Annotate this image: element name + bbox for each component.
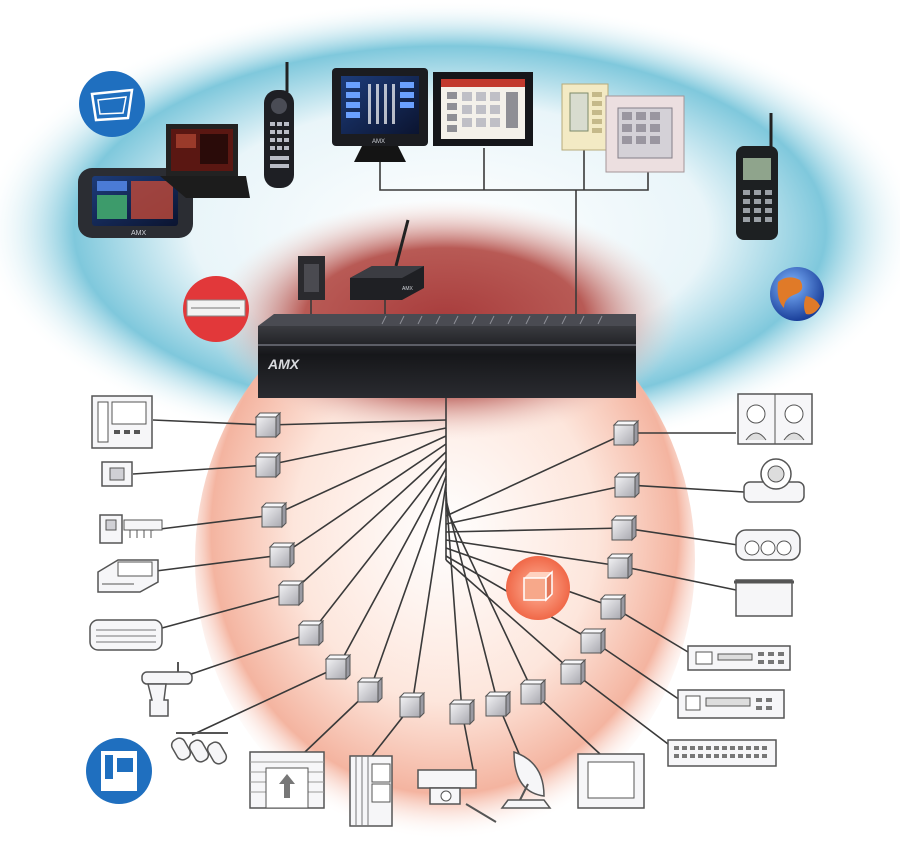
panel-logo: AMX [372, 139, 385, 145]
distribution-node [299, 621, 323, 645]
switcher-button [706, 754, 711, 758]
cd-player-icon [688, 646, 790, 670]
switcher-button [738, 754, 743, 758]
switcher-button [746, 754, 751, 758]
projection-screen-icon [734, 580, 794, 616]
switcher-button [698, 754, 703, 758]
switcher-button [682, 754, 687, 758]
window-blinds-icon [350, 756, 392, 826]
distribution-node [256, 413, 280, 437]
distribution-node [608, 554, 632, 578]
switcher-button [674, 754, 679, 758]
video-intercom-icon [92, 396, 152, 448]
faucet-icon [142, 662, 192, 716]
keypad-icon [562, 84, 608, 150]
touch-screen-badge-icon [79, 71, 145, 137]
switcher-button [690, 754, 695, 758]
television-icon [578, 754, 644, 808]
fax-machine-icon [98, 560, 158, 592]
switcher-button [762, 754, 767, 758]
sensor-bar-icon [100, 515, 162, 543]
distribution-node [614, 421, 638, 445]
distribution-node [581, 629, 605, 653]
controller-logo: AMX [267, 356, 301, 372]
globe-icon [770, 267, 824, 321]
distribution-node [256, 453, 280, 477]
distribution-node [358, 678, 382, 702]
switcher-button [722, 754, 727, 758]
distribution-node [615, 473, 639, 497]
switcher-button [698, 746, 703, 750]
switcher-button [706, 746, 711, 750]
switcher-button [714, 746, 719, 750]
distribution-node [400, 693, 424, 717]
garage-door-icon [250, 752, 324, 808]
central-cube-badge-icon [506, 556, 570, 620]
air-conditioner-icon [90, 620, 162, 650]
light-switch-icon [102, 462, 132, 486]
distribution-node [326, 655, 350, 679]
tablet-logo: AMX [131, 230, 147, 237]
stage-lights-icon [736, 530, 800, 560]
switcher-button [690, 746, 695, 750]
switcher-button [722, 746, 727, 750]
distribution-node [612, 516, 636, 540]
switcher-button [714, 754, 719, 758]
keypad-large-icon [606, 96, 684, 172]
distribution-node [486, 692, 510, 716]
switcher-button [674, 746, 679, 750]
switcher-button [738, 746, 743, 750]
rack-module-badge-icon [183, 276, 249, 342]
wall-plate-icon [298, 256, 325, 300]
switcher-button [754, 746, 759, 750]
video-conference-icon [738, 394, 812, 444]
switcher-button [746, 746, 751, 750]
distribution-node [262, 503, 286, 527]
distribution-node [521, 680, 545, 704]
distribution-node [270, 543, 294, 567]
switcher-button [762, 746, 767, 750]
projector-icon [744, 459, 804, 502]
distribution-node [450, 700, 474, 724]
distribution-node [601, 595, 625, 619]
switcher-button [730, 754, 735, 758]
router-logo: AMX [402, 286, 414, 292]
intercom-badge-icon [86, 738, 152, 804]
central-controller-icon: AMX [258, 314, 636, 398]
distribution-node [561, 660, 585, 684]
distribution-node [279, 581, 303, 605]
switcher-button [754, 754, 759, 758]
track-lights-icon [169, 733, 228, 766]
tabletop-touch-panel-icon [160, 124, 250, 198]
vcr-icon [678, 690, 784, 718]
switcher-button [730, 746, 735, 750]
audio-switcher-icon [668, 740, 776, 766]
switcher-button [682, 746, 687, 750]
color-touch-panel-icon [433, 72, 533, 146]
